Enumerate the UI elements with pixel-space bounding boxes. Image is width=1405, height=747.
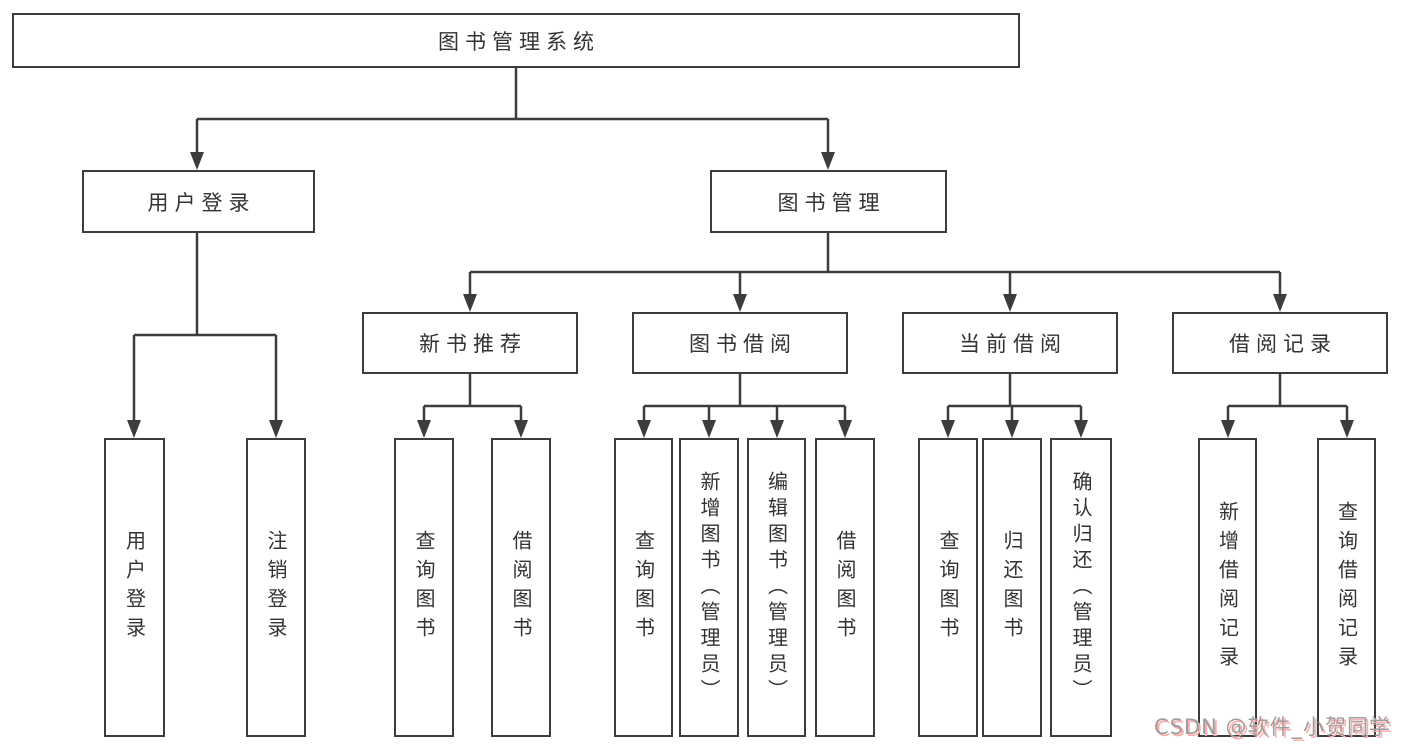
arrow-to-new-book [463,294,477,312]
node-book-borrow: 图书借阅 [632,312,848,374]
node-current-borrow: 当前借阅 [902,312,1118,374]
arrow-to-leaf-borrow-book [838,420,852,438]
csdn-watermark: CSDN @软件_小贺同学 [1153,715,1391,739]
arrow-to-user-login [190,152,204,170]
node-leaf-query-borrow-record: 查询借阅记录 [1317,438,1376,737]
node-leaf-add-borrow-record: 新增借阅记录 [1198,438,1257,737]
node-leaf-query-book-newbook: 查询图书 [394,438,454,737]
node-leaf-logout-login: 注销登录 [246,438,306,737]
arrow-to-leaf-borrow-newbook [514,420,528,438]
arrow-to-current-borrow [1003,294,1017,312]
arrowheads [127,152,1354,438]
node-leaf-borrow-book: 借阅图书 [815,438,875,737]
arrow-to-book-management [821,152,835,170]
node-borrow-record: 借阅记录 [1172,312,1388,374]
connector-current-borrow-fork [946,374,1083,424]
connector-borrow-record-fork [1226,374,1349,424]
arrow-to-leaf-confirm-return [1074,420,1088,438]
arrow-to-leaf-query-newbook [417,420,431,438]
node-leaf-add-book-admin: 新增图书（管理员） [679,438,739,737]
arrow-to-leaf-user-login [127,420,141,438]
arrow-to-book-borrow [733,294,747,312]
connector-root-to-level2 [195,68,830,156]
node-leaf-confirm-return-admin: 确认归还（管理员） [1050,438,1112,737]
arrow-to-leaf-query-record [1340,420,1354,438]
arrow-to-leaf-query-borrow [637,420,651,438]
connector-book-management-fork [468,233,1282,298]
arrow-to-leaf-query-current [941,420,955,438]
arrow-to-leaf-return-book [1005,420,1019,438]
node-leaf-edit-book-admin: 编辑图书（管理员） [747,438,806,737]
arrow-to-leaf-add-record [1221,420,1235,438]
connector-user-login-fork [132,233,278,424]
node-leaf-user-login: 用户登录 [104,438,165,737]
connector-new-book-fork [422,374,523,424]
connector-book-borrow-fork [642,374,847,424]
arrow-to-leaf-edit-book [770,420,784,438]
node-leaf-query-book-current: 查询图书 [918,438,978,737]
arrow-to-leaf-add-book [702,420,716,438]
node-root: 图书管理系统 [12,13,1020,68]
node-leaf-borrow-book-newbook: 借阅图书 [491,438,551,737]
arrow-to-borrow-record [1273,294,1287,312]
node-leaf-return-book: 归还图书 [982,438,1042,737]
arrow-to-leaf-logout [269,420,283,438]
node-leaf-query-book-borrow: 查询图书 [614,438,673,737]
node-user-login: 用户登录 [82,170,315,233]
node-book-management: 图书管理 [710,170,947,233]
node-new-book-recommend: 新书推荐 [362,312,578,374]
